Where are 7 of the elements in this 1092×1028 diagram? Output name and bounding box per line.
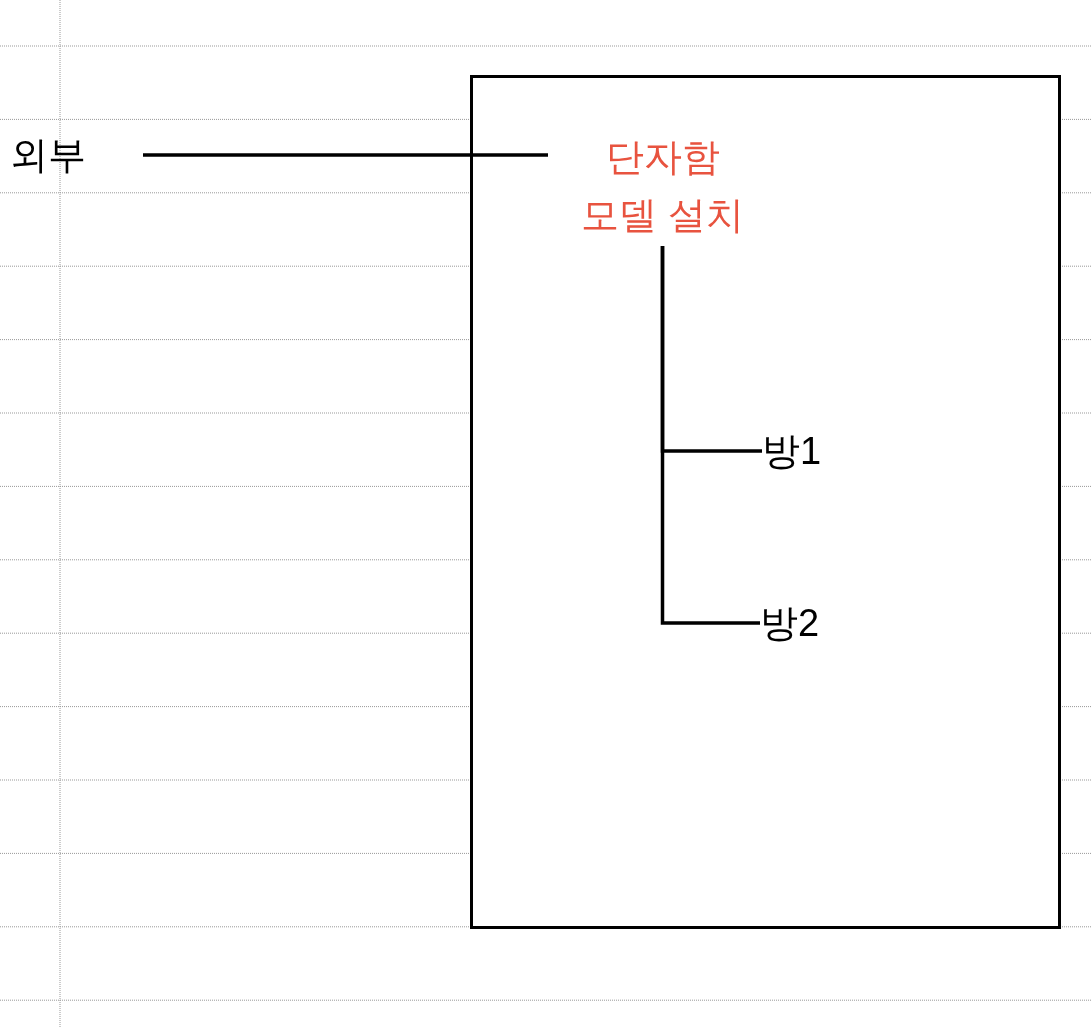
location-label: 방1 bbox=[762, 422, 872, 480]
house-outline-box bbox=[470, 75, 1061, 929]
connector-line bbox=[660, 246, 760, 625]
installation-label: 단자함 모델 설치 bbox=[548, 128, 777, 244]
location-label: 외부 bbox=[10, 126, 143, 184]
connector-line bbox=[143, 153, 548, 157]
location-label: 방2 bbox=[760, 594, 870, 652]
